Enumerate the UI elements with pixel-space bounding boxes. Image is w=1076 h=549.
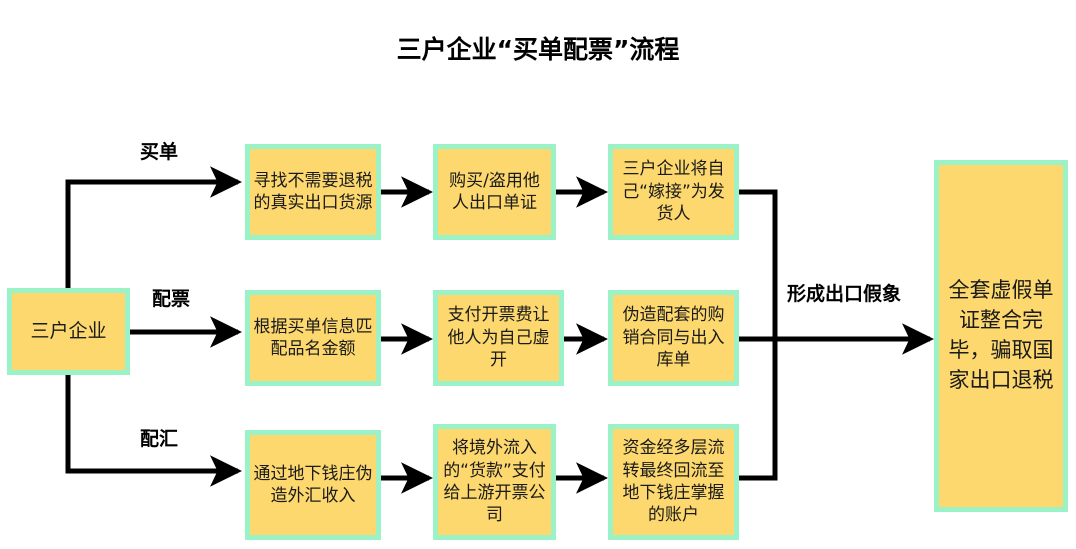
start-node[interactable]: 三户企业 <box>7 288 130 375</box>
step-box-r1c2[interactable]: 购买/盗用他人出口单证 <box>433 144 556 240</box>
start-node-label: 三户企业 <box>30 319 107 342</box>
step-label-r3c3: 资金经多层流转最终回流至地下钱庄掌握的账户 <box>622 438 725 526</box>
step-box-r3c1[interactable]: 通过地下钱庄伪造外汇收入 <box>245 430 381 540</box>
branch-label-3: 配汇 <box>140 428 179 450</box>
step-label-r2c3: 伪造配套的购销合同与出入库单 <box>622 305 725 371</box>
step-label-r1c3: 三户企业将自己“嫁接”为发货人 <box>622 159 725 225</box>
branch-label-1: 买单 <box>140 141 179 163</box>
step-box-r1c1[interactable]: 寻找不需要退税的真实出口货源 <box>245 144 381 240</box>
step-box-r3c3[interactable]: 资金经多层流转最终回流至地下钱庄掌握的账户 <box>608 424 739 540</box>
step-box-r2c3[interactable]: 伪造配套的购销合同与出入库单 <box>608 290 739 386</box>
step-box-r2c1[interactable]: 根据买单信息匹配品名金额 <box>245 290 381 386</box>
step-label-r1c1: 寻找不需要退税的真实出口货源 <box>253 170 373 213</box>
final-node-label: 全套虚假单证整合完毕，骗取国家出口退税 <box>948 278 1054 392</box>
step-label-r2c1: 根据买单信息匹配品名金额 <box>253 316 373 359</box>
step-label-r3c1: 通过地下钱庄伪造外汇收入 <box>253 463 373 506</box>
step-box-r2c2[interactable]: 支付开票费让他人为自己虚开 <box>433 290 564 386</box>
step-label-r1c2: 购买/盗用他人出口单证 <box>449 170 540 213</box>
branch-label-2: 配票 <box>152 288 191 310</box>
merge-label: 形成出口假象 <box>787 283 902 305</box>
step-box-r1c3[interactable]: 三户企业将自己“嫁接”为发货人 <box>608 144 739 240</box>
step-box-r3c2[interactable]: 将境外流入的“货款”支付给上游开票公司 <box>433 424 556 540</box>
final-node[interactable]: 全套虚假单证整合完毕，骗取国家出口退税 <box>934 160 1068 512</box>
step-label-r2c2: 支付开票费让他人为自己虚开 <box>447 305 550 371</box>
page-title: 三户企业“买单配票”流程 <box>396 35 680 64</box>
step-label-r3c2: 将境外流入的“货款”支付给上游开票公司 <box>443 438 546 526</box>
